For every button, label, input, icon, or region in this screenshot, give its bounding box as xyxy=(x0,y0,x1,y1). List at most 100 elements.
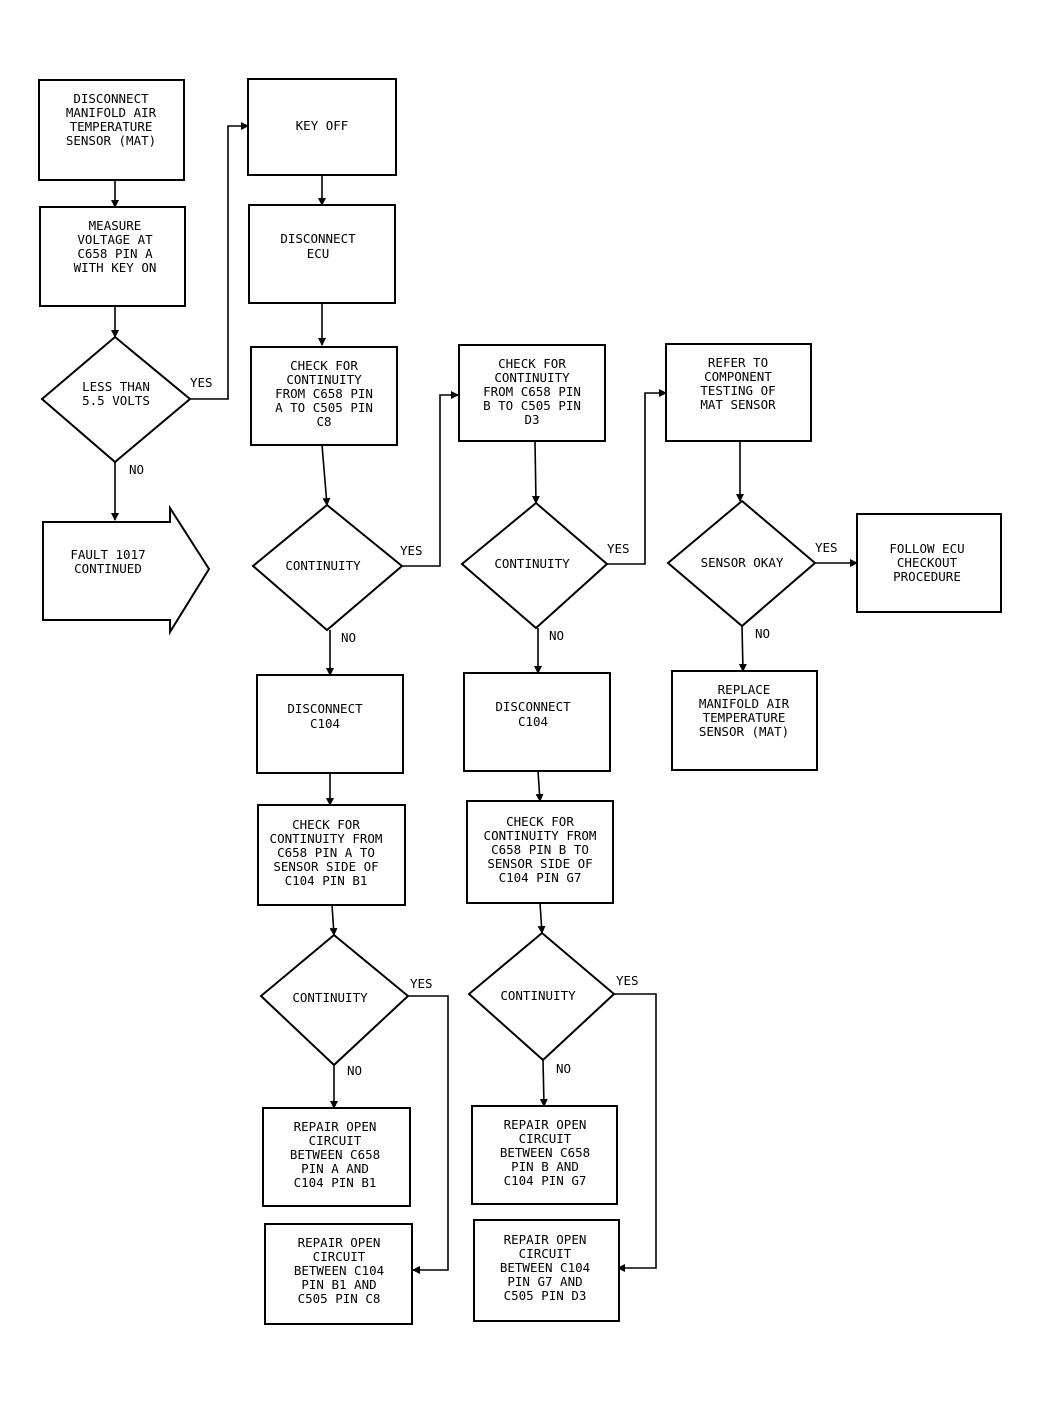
box-line: C104 PIN G7 xyxy=(499,870,582,885)
box-line: CONTINUITY FROM xyxy=(270,831,383,846)
yes-label: YES xyxy=(400,543,423,558)
box-line: CHECK FOR xyxy=(506,814,574,829)
disconnect-c104-a-box: DISCONNECT C104 xyxy=(256,674,404,774)
box-line: TEMPERATURE xyxy=(70,119,153,134)
box-line: ECU xyxy=(307,246,330,261)
no-label: NO xyxy=(347,1063,362,1078)
box-line: CIRCUIT xyxy=(309,1133,362,1148)
box-line: CONTINUITY xyxy=(286,372,362,387)
box-line: C658 PIN A TO xyxy=(277,845,375,860)
box-line: SENSOR (MAT) xyxy=(66,133,156,148)
box-line: BETWEEN C658 xyxy=(500,1145,590,1160)
repair-b1-box: REPAIR OPEN CIRCUIT BETWEEN C658 PIN B A… xyxy=(471,1105,618,1205)
box-line: CHECK FOR xyxy=(498,356,566,371)
box-line: CONTINUED xyxy=(74,561,142,576)
disconnect-mat-box: DISCONNECT MANIFOLD AIR TEMPERATURE SENS… xyxy=(38,79,185,181)
box-line: FROM C658 PIN xyxy=(275,386,373,401)
box-line: REPAIR OPEN xyxy=(504,1117,587,1132)
box-line: VOLTAGE AT xyxy=(77,232,153,247)
no-label: NO xyxy=(755,626,770,641)
box-line: C104 xyxy=(518,714,548,729)
no-label: NO xyxy=(549,628,564,643)
box-line: CIRCUIT xyxy=(519,1131,572,1146)
box-line: COMPONENT xyxy=(704,369,772,384)
box-line: MAT SENSOR xyxy=(700,397,776,412)
box-line: C104 PIN G7 xyxy=(504,1173,587,1188)
no-label: NO xyxy=(129,462,144,477)
box-line: DISCONNECT xyxy=(73,91,149,106)
key-off-box: KEY OFF xyxy=(247,78,397,176)
continuity-decision-2: CONTINUITY xyxy=(460,501,609,630)
box-line: MANIFOLD AIR xyxy=(66,105,157,120)
box-line: C104 xyxy=(310,716,340,731)
box-line: REPAIR OPEN xyxy=(298,1235,381,1250)
box-line: D3 xyxy=(524,412,539,427)
box-line: TESTING OF xyxy=(700,383,775,398)
box-line: REPLACE xyxy=(718,682,771,697)
box-line: DISCONNECT xyxy=(287,701,363,716)
disconnect-c104-b-box: DISCONNECT C104 xyxy=(463,672,611,772)
yes-label: YES xyxy=(815,540,838,555)
box-line: B TO C505 PIN xyxy=(483,398,581,413)
no-label: NO xyxy=(556,1061,571,1076)
disconnect-ecu-box: DISCONNECT ECU xyxy=(248,204,396,304)
box-line: C8 xyxy=(316,414,331,429)
box-line: C658 PIN B TO xyxy=(491,842,589,857)
box-line: BETWEEN C104 xyxy=(294,1263,384,1278)
box-line: REPAIR OPEN xyxy=(294,1119,377,1134)
check-sensor-b-box: CHECK FOR CONTINUITY FROM C658 PIN B TO … xyxy=(466,800,614,904)
decision-line: CONTINUITY xyxy=(500,988,576,1003)
yes-label: YES xyxy=(616,973,639,988)
box-line: FOLLOW ECU xyxy=(889,541,964,556)
follow-ecu-box: FOLLOW ECU CHECKOUT PROCEDURE xyxy=(856,513,1002,613)
box-line: DISCONNECT xyxy=(495,699,571,714)
box-line: REFER TO xyxy=(708,355,768,370)
continuity-decision-3: CONTINUITY xyxy=(259,933,410,1067)
box-line: PIN G7 AND xyxy=(507,1274,582,1289)
refer-component-box: REFER TO COMPONENT TESTING OF MAT SENSOR xyxy=(665,343,812,442)
continuity-decision-1: CONTINUITY xyxy=(251,503,404,632)
box-line: SENSOR SIDE OF xyxy=(273,859,378,874)
box-line: C505 PIN C8 xyxy=(298,1291,381,1306)
yes-label: YES xyxy=(190,375,213,390)
decision-line: CONTINUITY xyxy=(285,558,361,573)
box-line: PIN B1 AND xyxy=(301,1277,376,1292)
repair-a2-box: REPAIR OPEN CIRCUIT BETWEEN C104 PIN B1 … xyxy=(264,1223,413,1325)
decision-line: CONTINUITY xyxy=(494,556,570,571)
decision-line: 5.5 VOLTS xyxy=(82,393,150,408)
box-line: REPAIR OPEN xyxy=(504,1232,587,1247)
box-line: C104 PIN B1 xyxy=(285,873,368,888)
box-line: CIRCUIT xyxy=(519,1246,572,1261)
yes-label: YES xyxy=(607,541,630,556)
box-line: MEASURE xyxy=(89,218,142,233)
box-line: TEMPERATURE xyxy=(703,710,786,725)
box-line: FROM C658 PIN xyxy=(483,384,581,399)
fault-continued-arrow: FAULT 1017 CONTINUED xyxy=(42,504,211,636)
box-line: MANIFOLD AIR xyxy=(699,696,790,711)
decision-line: LESS THAN xyxy=(82,379,150,394)
box-line: PIN A AND xyxy=(301,1161,369,1176)
box-line: BETWEEN C104 xyxy=(500,1260,590,1275)
box-line: C104 PIN B1 xyxy=(294,1175,377,1190)
no-label: NO xyxy=(341,630,356,645)
connectors xyxy=(111,122,858,1274)
box-line: SENSOR (MAT) xyxy=(699,724,789,739)
decision-line: CONTINUITY xyxy=(292,990,368,1005)
repair-a1-box: REPAIR OPEN CIRCUIT BETWEEN C658 PIN A A… xyxy=(262,1107,411,1207)
box-line: KEY OFF xyxy=(296,118,349,133)
measure-voltage-box: MEASURE VOLTAGE AT C658 PIN A WITH KEY O… xyxy=(39,206,186,307)
box-line: CHECKOUT xyxy=(897,555,958,570)
box-line: SENSOR SIDE OF xyxy=(487,856,592,871)
box-line: DISCONNECT xyxy=(280,231,356,246)
box-line: WITH KEY ON xyxy=(74,260,157,275)
check-pin-a-box: CHECK FOR CONTINUITY FROM C658 PIN A TO … xyxy=(250,346,398,446)
box-line: BETWEEN C658 xyxy=(290,1147,380,1162)
less-than-decision: LESS THAN 5.5 VOLTS xyxy=(40,335,192,464)
box-line: A TO C505 PIN xyxy=(275,400,373,415)
repair-b2-box: REPAIR OPEN CIRCUIT BETWEEN C104 PIN G7 … xyxy=(473,1219,620,1322)
box-line: CONTINUITY xyxy=(494,370,570,385)
check-pin-b-box: CHECK FOR CONTINUITY FROM C658 PIN B TO … xyxy=(458,344,606,442)
box-line: CHECK FOR xyxy=(292,817,360,832)
box-line: CHECK FOR xyxy=(290,358,358,373)
